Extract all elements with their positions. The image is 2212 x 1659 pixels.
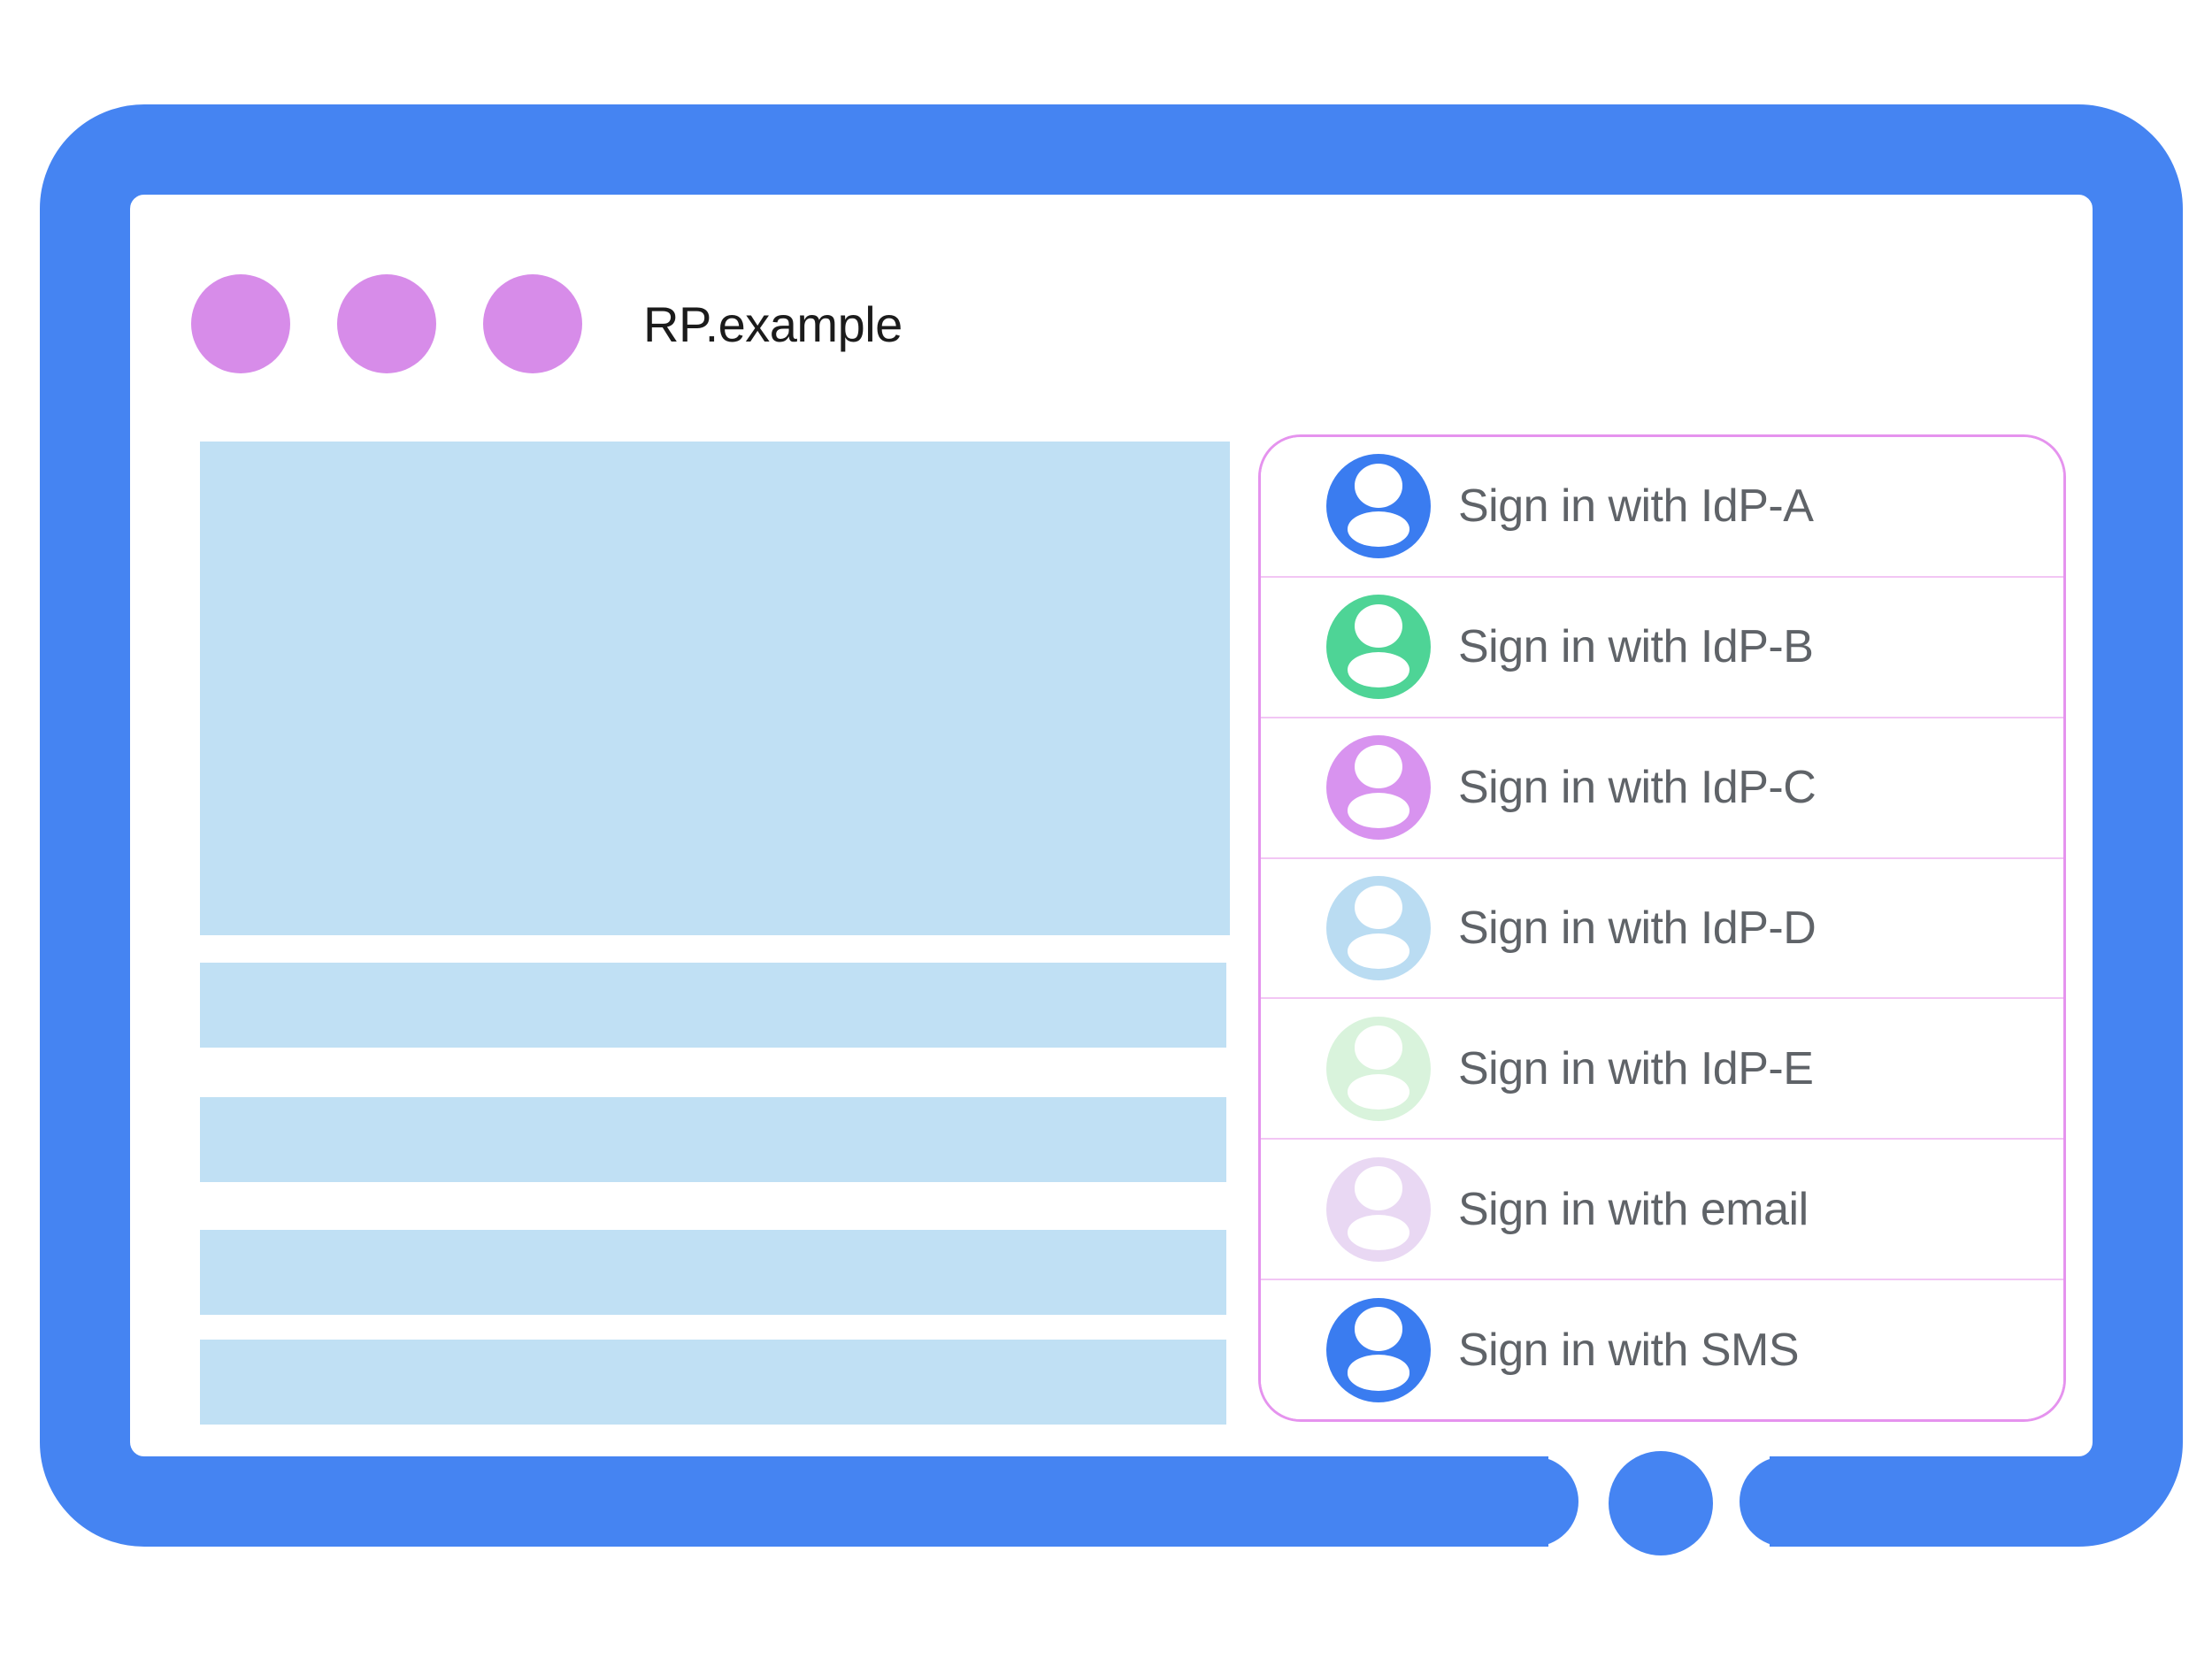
content-placeholder-line [200, 963, 1226, 1048]
signin-option-label: Sign in with IdP-A [1458, 480, 1814, 533]
user-avatar-icon [1326, 454, 1431, 559]
signin-option-row[interactable]: Sign in with IdP-E [1261, 999, 2063, 1141]
window-control-dot[interactable] [191, 274, 290, 373]
signin-option-label: Sign in with IdP-C [1458, 762, 1816, 814]
user-avatar-icon [1326, 876, 1431, 980]
content-placeholder-line [200, 1097, 1226, 1182]
signin-option-row[interactable]: Sign in with IdP-B [1261, 577, 2063, 718]
home-button [1609, 1451, 1713, 1555]
page-title: RP.example [643, 296, 902, 352]
user-avatar-icon [1326, 595, 1431, 700]
user-avatar-icon [1326, 735, 1431, 841]
signin-option-label: Sign in with email [1458, 1183, 1809, 1235]
user-avatar-icon [1326, 1016, 1431, 1121]
signin-option-label: Sign in with IdP-E [1458, 1042, 1814, 1094]
content-placeholder-line [200, 1340, 1226, 1425]
content-placeholder-line [200, 1230, 1226, 1315]
signin-option-row[interactable]: Sign in with email [1261, 1140, 2063, 1281]
signin-option-label: Sign in with IdP-B [1458, 621, 1814, 673]
frame-notch-cap-left [1465, 1456, 1578, 1547]
signin-option-row[interactable]: Sign in with IdP-A [1261, 437, 2063, 578]
signin-option-row[interactable]: Sign in with SMS [1261, 1280, 2063, 1419]
signin-panel: Sign in with IdP-A Sign in with IdP-B Si… [1258, 434, 2066, 1422]
content-placeholder-hero [200, 442, 1230, 935]
window-control-dot[interactable] [337, 274, 436, 373]
signin-option-row[interactable]: Sign in with IdP-C [1261, 718, 2063, 859]
signin-option-row[interactable]: Sign in with IdP-D [1261, 858, 2063, 1000]
user-avatar-icon [1326, 1156, 1431, 1262]
window-control-dot[interactable] [483, 274, 582, 373]
signin-option-label: Sign in with SMS [1458, 1324, 1800, 1376]
signin-option-label: Sign in with IdP-D [1458, 902, 1816, 954]
user-avatar-icon [1326, 1297, 1431, 1402]
frame-notch-cap-right [1740, 1456, 1855, 1547]
